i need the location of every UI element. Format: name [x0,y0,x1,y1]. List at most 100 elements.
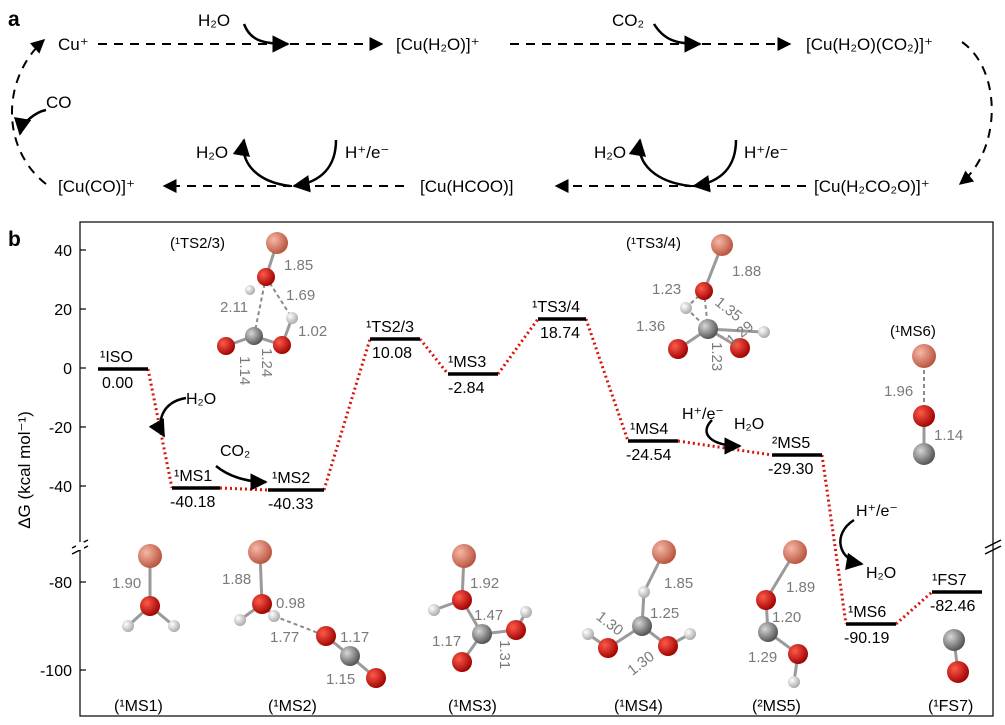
bl-ms4-0: 1.85 [664,575,693,592]
reagent-co-out: CO [46,93,72,112]
bl-ms2-3: 1.17 [340,629,369,646]
cycle-arrows [11,37,993,193]
state-name-ms2: ¹MS2 [272,470,310,487]
species-cu-h2co2o: [Cu(H₂CO₂O)]⁺ [814,177,930,196]
species-cu-hcoo: [Cu(HCOO)] [420,177,514,196]
bl-ts23-4: 1.24 [258,348,275,377]
ytick-m80: -80 [49,575,72,592]
h2o-in-arrow [242,23,290,53]
step-arrows [148,396,864,571]
bl-ms2-0: 1.88 [222,571,251,588]
panel-a: a Cu⁺ [Cu(H₂O)]⁺ [Cu(H₂O)(CO₂)]⁺ [Cu(H₂C… [8,8,993,196]
arrow-right-turn [958,41,993,185]
ytick-m100: -100 [40,663,72,680]
ytick-40: 40 [54,243,72,260]
reagent-h2o-out1: H₂O [196,143,228,162]
state-value-fs7: -82.46 [930,598,975,615]
bl-ts23-0: 1.85 [284,257,313,274]
caption-ms1: (¹MS1) [114,698,163,715]
bl-ms3-2: 1.17 [432,633,461,650]
caption-ms3: (¹MS3) [448,698,497,715]
bl-ms3-3: 1.31 [496,640,513,669]
step-reagents: H₂O CO₂ H⁺/e⁻ H₂O H⁺/e⁻ H₂O [186,391,898,582]
state-name-fs7: ¹FS7 [932,572,967,589]
plot-frame [79,221,994,717]
species-cu: Cu⁺ [58,35,89,54]
h2o-out2-arrow [628,138,691,188]
step-h2o-2: H₂O [734,416,764,433]
bl-ts23-3: 1.02 [298,323,327,340]
ytick-m40: -40 [49,479,72,496]
bl-ms5-1: 1.20 [772,609,801,626]
bl-ms5-0: 1.89 [786,579,815,596]
structure-ms6: 1.96 1.14 (¹MS6) [884,323,963,465]
state-value-ms6: -90.19 [844,630,889,647]
bl-ts23-1: 2.11 [220,299,248,316]
bl-ts34-3: 1.36 [636,318,665,335]
step-h2o-1: H₂O [186,391,216,408]
reagent-h2o-in: H₂O [198,11,230,30]
caption-ms6: (¹MS6) [890,323,936,340]
bl-ms6-1: 1.14 [934,427,963,444]
structure-ts23: 1.85 2.11 1.69 1.02 1.24 1.14 (¹TS2/3) [170,232,327,385]
panel-a-label: a [8,8,20,31]
state-value-ms3: -2.84 [448,380,485,397]
structure-ms2: 1.88 0.98 1.77 1.17 1.15 [222,540,386,688]
he2-in-arrow [692,139,738,193]
state-name-ms4: ¹MS4 [630,421,668,438]
bl-ms4-3: 1.30 [624,648,657,679]
bl-ms4-1: 1.25 [650,605,679,622]
bl-ts34-5: 1.23 [708,342,725,371]
ytick-20: 20 [54,302,72,319]
state-value-ms1: -40.18 [170,494,215,511]
step-co2: CO₂ [220,443,250,460]
state-value-ts34: 18.74 [540,325,580,342]
ytick-m20: -20 [49,420,72,437]
bl-ms3-0: 1.92 [470,575,499,592]
state-name-ms1: ¹MS1 [174,468,212,485]
bl-ts34-1: 1.23 [652,281,681,298]
structure-ms3: 1.92 1.47 1.17 1.31 [428,544,532,672]
y-axis-label: ΔG (kcal mol⁻¹) [15,411,34,529]
state-value-ms2: -40.33 [268,496,313,513]
axis-break [71,539,1002,555]
y-tick-labels: 40 20 0 -20 -40 -80 -100 [40,243,72,680]
h2o-1-arrow [148,396,187,438]
he-1-arrow [705,419,742,455]
step-he-1: H⁺/e⁻ [682,406,724,423]
panel-b: b 40 20 0 -20 -40 -80 -100 ΔG (kcal mol⁻… [8,221,1002,717]
arrow-left-turn [11,39,47,185]
reagent-he1: H⁺/e⁻ [345,143,389,162]
state-name-ts23: ¹TS2/3 [366,319,414,336]
y-ticks [80,249,86,671]
bl-ts23-2: 1.69 [286,287,315,304]
h2o-out1-arrow [232,138,291,188]
co-out-arrow [13,108,47,136]
structure-ms5: 1.89 1.20 1.29 [748,540,815,688]
caption-ts34: (¹TS3/4) [626,235,681,252]
reagent-he2: H⁺/e⁻ [744,143,788,162]
structure-fs7 [943,629,969,683]
reagent-arrows [13,23,738,193]
species-cu-h2o-co2: [Cu(H₂O)(CO₂)]⁺ [806,35,933,54]
axis-break-gap [76,542,84,550]
structure-ts34: 1.88 1.23 1.35 1.36 1.29 1.23 (¹TS3/4) [626,234,770,371]
step-he-2: H⁺/e⁻ [856,503,898,520]
state-value-ms4: -24.54 [626,447,671,464]
structure-captions: (¹MS1) (¹MS2) (¹MS3) (¹MS4) (²MS5) (¹FS7… [114,698,973,715]
co2-in-arrow [652,23,702,53]
reagent-co2-in: CO₂ [612,11,644,30]
state-name-ms3: ¹MS3 [448,354,486,371]
bl-ts34-0: 1.88 [732,263,761,280]
step-h2o-3: H₂O [866,565,896,582]
species-cu-co: [Cu(CO)]⁺ [58,177,135,196]
bl-ms2-2: 1.77 [270,629,299,646]
structure-ms4: 1.85 1.25 1.30 1.30 [582,540,696,679]
co2-arrow [215,465,268,491]
species-cu-h2o: [Cu(H₂O)]⁺ [396,35,480,54]
bl-ts34-2: 1.35 [712,294,745,325]
state-name-ts34: ¹TS3/4 [532,299,580,316]
he-2-arrow [839,518,864,571]
caption-ms2: (¹MS2) [268,698,317,715]
